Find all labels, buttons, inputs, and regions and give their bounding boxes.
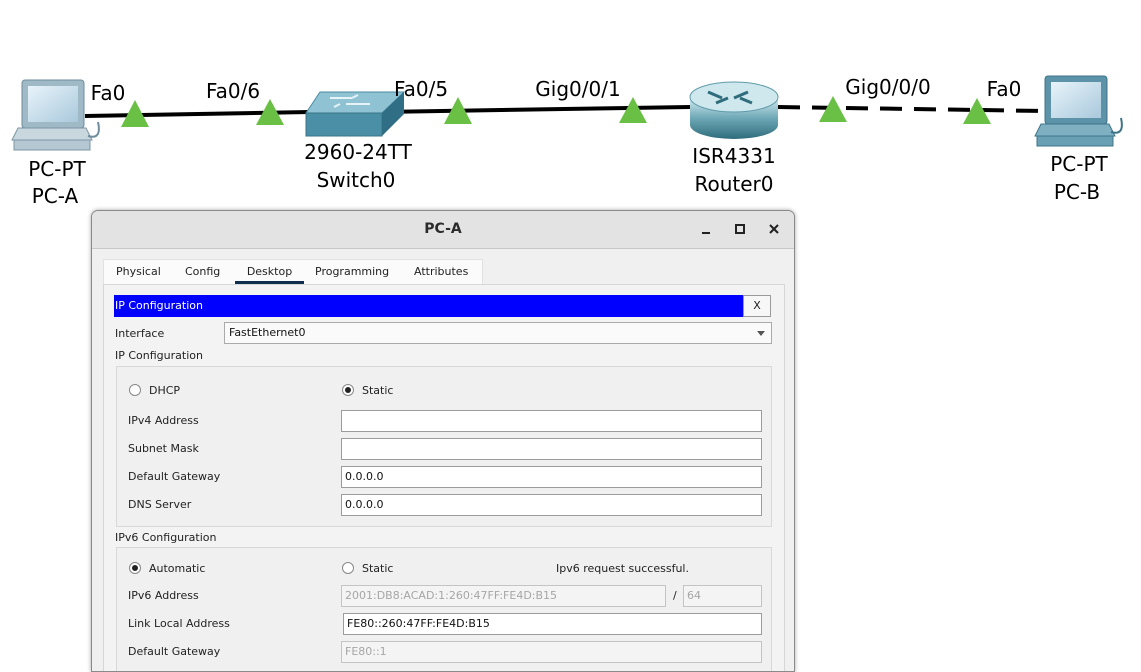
subnet-mask-label: Subnet Mask [128, 442, 199, 455]
tab-desktop[interactable]: Desktop [235, 260, 304, 284]
port-label: Fa0 [987, 77, 1022, 101]
link-local-label: Link Local Address [128, 617, 230, 630]
tab-physical[interactable]: Physical [116, 265, 161, 278]
default-gateway-input[interactable]: 0.0.0.0 [341, 466, 762, 488]
link-up-icon [121, 100, 149, 127]
dhcp-radio[interactable] [129, 384, 141, 396]
link-up-icon [963, 98, 991, 124]
prefix-separator: / [673, 589, 677, 602]
ipv6-gateway-label: Default Gateway [128, 645, 221, 658]
port-label: Fa0/6 [206, 79, 260, 103]
pc-icon [1034, 75, 1123, 147]
desktop-panel: IP Configuration X Interface FastEtherne… [103, 284, 785, 671]
close-icon[interactable] [766, 221, 782, 237]
minimize-icon[interactable] [698, 221, 714, 237]
ipv4-section-label: IP Configuration [115, 349, 203, 362]
device-model-label: 2960-24TT [304, 140, 412, 164]
ipv6-status-text: Ipv6 request successful. [556, 562, 689, 575]
pc-icon [11, 79, 100, 151]
switch-icon [305, 91, 406, 137]
ipv4-group: DHCP Static IPv4 Address Subnet Mask Def… [116, 366, 772, 527]
device-name-label: Router0 [694, 172, 773, 196]
ip-config-close-button[interactable]: X [743, 295, 771, 317]
device-router0[interactable]: ISR4331 Router0 [689, 81, 779, 196]
automatic-ipv6-radio[interactable] [129, 562, 141, 574]
device-pc-b[interactable]: PC-PT PC-B [1034, 75, 1123, 204]
device-switch0[interactable]: 2960-24TT Switch0 [304, 91, 413, 192]
dns-server-label: DNS Server [128, 498, 192, 511]
tab-attributes[interactable]: Attributes [414, 265, 469, 278]
static-ipv6-label: Static [362, 562, 394, 575]
interface-select[interactable]: FastEthernet0 [224, 322, 772, 344]
router-icon [689, 81, 779, 139]
dhcp-label: DHCP [149, 384, 181, 397]
device-model-label: PC-PT [28, 157, 86, 181]
static-ipv4-label: Static [362, 384, 394, 397]
dialog-tabs: Physical Config Desktop Programming Attr… [103, 259, 483, 285]
device-name-label: PC-B [1054, 180, 1100, 204]
ipv6-prefix-input[interactable]: 64 [683, 585, 762, 607]
ip-config-header: IP Configuration [114, 295, 744, 317]
tab-config[interactable]: Config [185, 265, 221, 278]
subnet-mask-input[interactable] [341, 438, 762, 460]
interface-select-value: FastEthernet0 [229, 326, 306, 339]
port-label: Fa0/5 [394, 77, 448, 101]
ipv6-group: Automatic Static Ipv6 request successful… [116, 547, 772, 671]
maximize-icon[interactable] [732, 221, 748, 237]
tab-programming[interactable]: Programming [315, 265, 390, 278]
device-name-label: PC-A [32, 184, 79, 208]
dialog-titlebar[interactable]: PC-A [92, 211, 794, 249]
ipv4-address-input[interactable] [341, 410, 762, 432]
port-labels: Fa0 Fa0/6 Fa0/5 Gig0/0/1 Gig0/0/0 Fa0 [91, 75, 1022, 105]
dns-server-input[interactable]: 0.0.0.0 [341, 494, 762, 516]
port-label: Fa0 [91, 81, 126, 105]
interface-label: Interface [115, 327, 165, 340]
link-up-icon [256, 99, 284, 125]
ipv6-gateway-input[interactable]: FE80::1 [341, 641, 762, 663]
static-ipv4-radio[interactable] [342, 384, 354, 396]
link-status-icons [121, 96, 991, 127]
link-up-icon [444, 97, 472, 124]
ipv6-address-input[interactable]: 2001:DB8:ACAD:1:260:47FF:FE4D:B15 [341, 585, 666, 607]
link-router-pcb[interactable] [777, 105, 1046, 113]
default-gateway-label: Default Gateway [128, 470, 221, 483]
automatic-ipv6-label: Automatic [149, 562, 206, 575]
port-label: Gig0/0/0 [845, 75, 930, 99]
link-up-icon [619, 97, 647, 123]
device-model-label: ISR4331 [692, 144, 775, 168]
chevron-down-icon [757, 331, 765, 336]
pc-a-dialog: PC-A Physical Config Desktop Programming… [91, 210, 795, 672]
port-label: Gig0/0/1 [535, 77, 620, 101]
device-name-label: Switch0 [317, 168, 396, 192]
link-up-icon [819, 96, 847, 122]
dialog-title: PC-A [424, 221, 462, 237]
link-switch-router[interactable] [379, 105, 691, 114]
ipv4-address-label: IPv4 Address [128, 414, 199, 427]
topology-canvas: PC-PT PC-A 2960-24TT Switch0 ISR4331 Rou… [11, 75, 1123, 208]
device-pc-a[interactable]: PC-PT PC-A [11, 79, 100, 208]
link-local-input[interactable]: FE80::260:47FF:FE4D:B15 [343, 613, 762, 635]
ipv6-address-label: IPv6 Address [128, 589, 199, 602]
static-ipv6-radio[interactable] [342, 562, 354, 574]
ipv6-section-label: IPv6 Configuration [115, 531, 217, 544]
device-model-label: PC-PT [1050, 152, 1108, 176]
